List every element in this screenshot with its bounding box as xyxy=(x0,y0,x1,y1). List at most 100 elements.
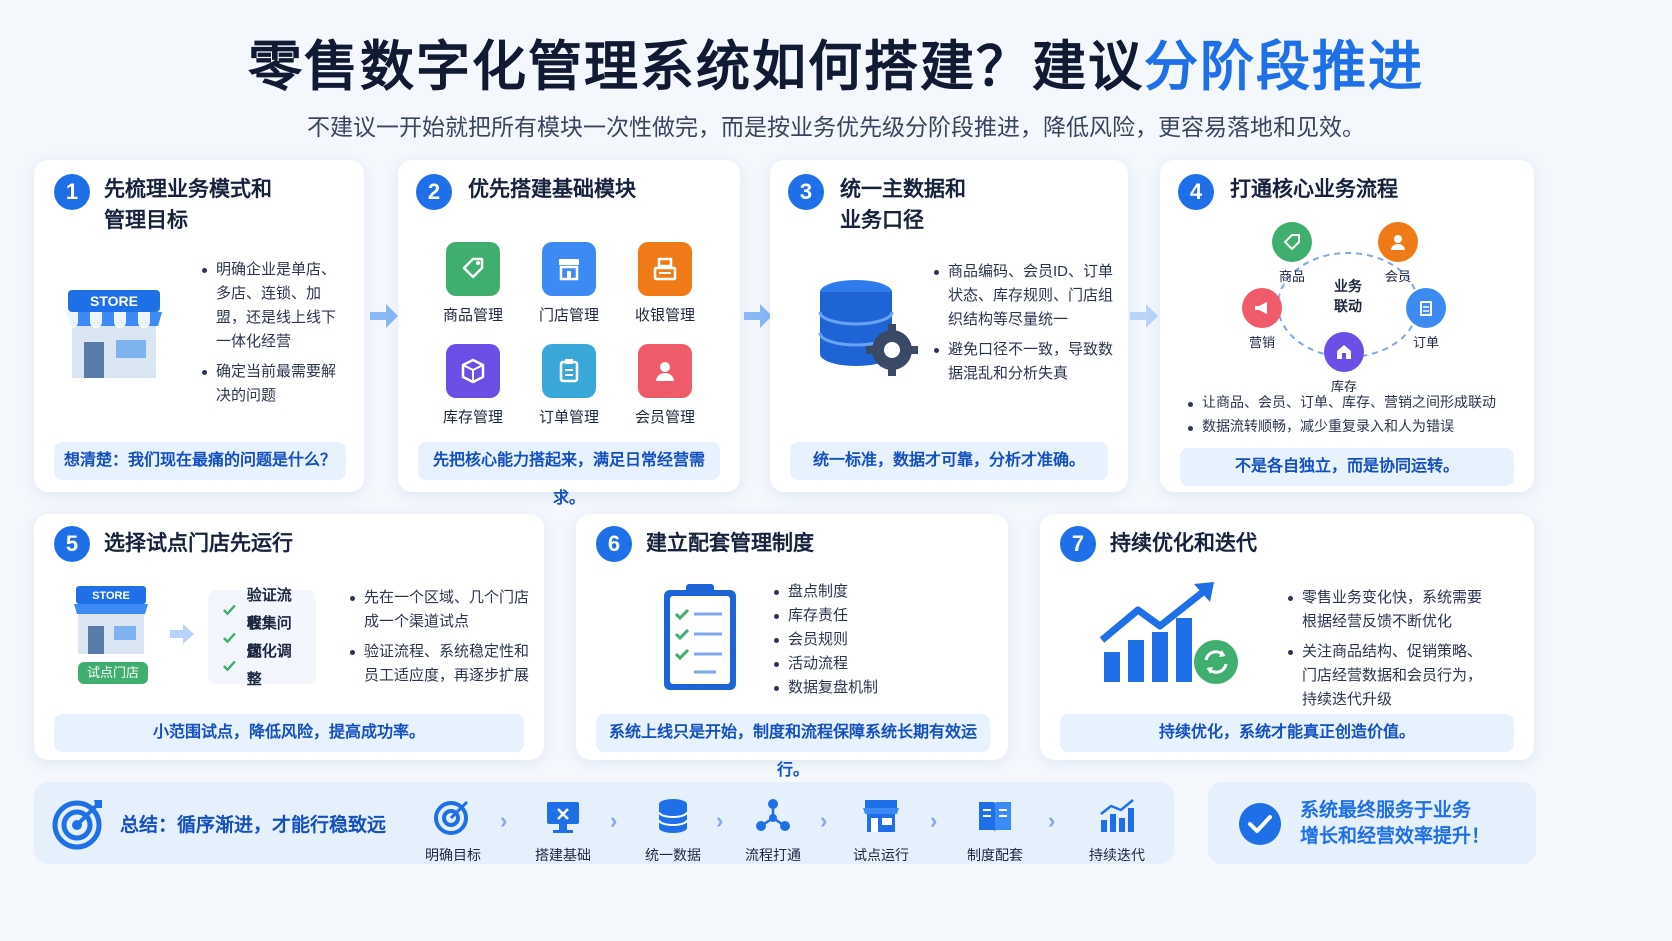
step-2-banner: 先把核心能力搭起来，满足日常经营需求。 xyxy=(418,442,720,507)
flow-step-data: 统一数据 xyxy=(628,796,718,865)
step-number-5: 5 xyxy=(54,526,90,562)
check-circle-icon xyxy=(1239,803,1281,845)
growth-chart-icon xyxy=(1099,582,1238,684)
storefront-icon xyxy=(863,800,899,832)
cycle-node-label: 会员 xyxy=(1384,269,1411,284)
bullet: 明确企业是单店、多店、连锁、加盟，还是线上线下一体化经营 xyxy=(200,258,350,354)
book-icon xyxy=(979,802,1011,832)
step-1-bullets: 明确企业是单店、多店、连锁、加盟，还是线上线下一体化经营 确定当前最需要解决的问… xyxy=(200,258,350,414)
flow-step-goal: 明确目标 xyxy=(408,796,498,865)
flow-step-label: 试点运行 xyxy=(853,847,909,863)
step-number-3: 3 xyxy=(788,174,824,210)
step-number-6: 6 xyxy=(596,526,632,562)
user-icon xyxy=(638,344,692,398)
check-icon xyxy=(222,660,236,672)
step-title-1: 先梳理业务模式和 管理目标 xyxy=(104,174,272,236)
bullet: 库存责任 xyxy=(772,604,972,628)
flow-step-process: 流程打通 xyxy=(728,796,818,865)
title-highlight: 分阶段推进 xyxy=(1144,37,1424,97)
step-7-bullets: 零售业务变化快，系统需要根据经营反馈不断优化 关注商品结构、促销策略、门店经营数… xyxy=(1286,586,1482,718)
store-sign-text: STORE xyxy=(90,293,138,309)
step-title-2: 优先搭建基础模块 xyxy=(468,178,636,201)
step-7-banner: 持续优化，系统才能真正创造价值。 xyxy=(1060,714,1514,752)
step-card-3: 3 统一主数据和 业务口径 商品编码、会员ID、订单状态、库存规则、门店组织结构… xyxy=(770,160,1128,492)
step-1-banner: 想清楚：我们现在最痛的问题是什么？ xyxy=(54,442,346,480)
network-icon xyxy=(756,799,790,831)
page-subtitle: 不建议一开始就把所有模块一次性做完，而是按业务优先级分阶段推进，降低风险，更容易… xyxy=(307,114,1365,140)
step-number-2: 2 xyxy=(416,174,452,210)
bullet: 数据复盘机制 xyxy=(772,676,972,700)
cycle-node-label: 商品 xyxy=(1278,269,1305,284)
page-title: 零售数字化管理系统如何搭建？建议分阶段推进 xyxy=(0,22,1672,101)
step-title-7: 持续优化和迭代 xyxy=(1110,532,1257,555)
bar-chart-icon xyxy=(1100,799,1134,832)
cycle-center-line2: 联动 xyxy=(1334,298,1362,314)
clipboard-icon xyxy=(542,344,596,398)
cycle-node-order: 订单 xyxy=(1396,288,1456,351)
module-label: 商品管理 xyxy=(442,307,503,324)
box-icon xyxy=(446,344,500,398)
tag-icon xyxy=(1272,222,1312,262)
step-card-6: 6 建立配套管理制度 盘点制度 库存责任 会员规则 活动流程 数据复盘机制 系统… xyxy=(576,514,1008,779)
bullet: 先在一个区域、几个门店成一个渠道试点 xyxy=(348,586,534,634)
module-label: 订单管理 xyxy=(538,409,599,426)
bullet: 避免口径不一致，导致数据混乱和分析失真 xyxy=(932,338,1114,386)
check-row: 优化调整 xyxy=(222,643,302,688)
cycle-node-label: 订单 xyxy=(1412,335,1439,350)
step-title-1-line1: 先梳理业务模式和 xyxy=(104,178,272,201)
cycle-center: 业务 联动 xyxy=(1320,276,1376,316)
conclusion-card: 系统最终服务于业务 增长和经营效率提升！ xyxy=(1208,782,1536,864)
store-icon: STORE xyxy=(66,290,162,378)
chevron-right-icon: › xyxy=(1048,808,1056,833)
flow-arrow-icon xyxy=(1130,304,1158,328)
module-inventory: 库存管理 xyxy=(428,344,518,427)
cycle-center-line1: 业务 xyxy=(1334,278,1362,294)
step-title-1-line2: 管理目标 xyxy=(104,209,188,232)
user-icon xyxy=(1378,222,1418,262)
flow-step-label: 搭建基础 xyxy=(535,847,591,863)
bullet: 零售业务变化快，系统需要根据经营反馈不断优化 xyxy=(1286,586,1482,634)
step-3-banner: 统一标准，数据才可靠，分析才准确。 xyxy=(790,442,1108,480)
chevron-right-icon: › xyxy=(716,808,724,833)
step-card-7: 7 持续优化和迭代 零售业务变化快，系统需要根据经营反馈不断优化 关注商品结构、… xyxy=(1040,514,1534,760)
flow-step-label: 流程打通 xyxy=(745,847,801,863)
warehouse-icon xyxy=(1324,332,1364,372)
database-icon xyxy=(658,799,688,833)
cycle-node-product: 商品 xyxy=(1262,222,1322,285)
bullet: 关注商品结构、促销策略、门店经营数据和会员行为，持续迭代升级 xyxy=(1286,640,1482,712)
bullet: 确定当前最需要解决的问题 xyxy=(200,360,350,408)
check-label: 收集问题 xyxy=(246,615,292,660)
step-5-bullets: 先在一个区域、几个门店成一个渠道试点 验证流程、系统稳定性和员工适应度，再逐步扩… xyxy=(348,586,534,694)
bullet: 活动流程 xyxy=(772,652,972,676)
chevron-right-icon: › xyxy=(930,808,938,833)
check-icon xyxy=(222,632,236,644)
conclusion-text: 系统最终服务于业务 增长和经营效率提升！ xyxy=(1300,798,1490,850)
flow-step-label: 制度配套 xyxy=(967,847,1023,863)
bullet: 数据流转顺畅，减少重复录入和人为错误 xyxy=(1186,416,1526,436)
conclusion-line1: 系统最终服务于业务 xyxy=(1300,800,1472,821)
check-icon xyxy=(222,604,236,616)
step-6-bullets: 盘点制度 库存责任 会员规则 活动流程 数据复盘机制 xyxy=(772,580,972,700)
step-title-3-line1: 统一主数据和 xyxy=(840,178,966,201)
flow-step-rules: 制度配套 xyxy=(950,796,1040,865)
module-label: 库存管理 xyxy=(442,409,503,426)
tag-icon xyxy=(446,242,500,296)
module-label: 门店管理 xyxy=(538,307,599,324)
cycle-node-inventory: 库存 xyxy=(1314,332,1374,395)
target-icon xyxy=(434,800,469,835)
check-row: 验证流程 xyxy=(222,587,302,632)
module-label: 会员管理 xyxy=(634,409,695,426)
pilot-store-tag: 试点门店 xyxy=(78,662,148,684)
step-5-banner: 小范围试点，降低风险，提高成功率。 xyxy=(54,714,524,752)
step-card-5: 5 选择试点门店先运行 STORE 试点门店 验证流程 收集问题 优化调整 先在… xyxy=(34,514,544,760)
bullet: 盘点制度 xyxy=(772,580,972,604)
module-member: 会员管理 xyxy=(620,344,710,427)
step-4-bullets: 让商品、会员、订单、库存、营销之间形成联动 数据流转顺畅，减少重复录入和人为错误 xyxy=(1186,392,1526,442)
flow-step-foundation: 搭建基础 xyxy=(518,796,608,865)
store-sign-text: STORE xyxy=(92,590,130,602)
module-product: 商品管理 xyxy=(428,242,518,325)
summary-bar: 总结：循序渐进，才能行稳致远 明确目标 › 搭建基础 › 统一数据 › 流程打通… xyxy=(34,782,1174,864)
step-4-banner: 不是各自独立，而是协同运转。 xyxy=(1180,448,1514,486)
megaphone-icon xyxy=(1242,288,1282,328)
cycle-node-label: 库存 xyxy=(1330,379,1357,394)
